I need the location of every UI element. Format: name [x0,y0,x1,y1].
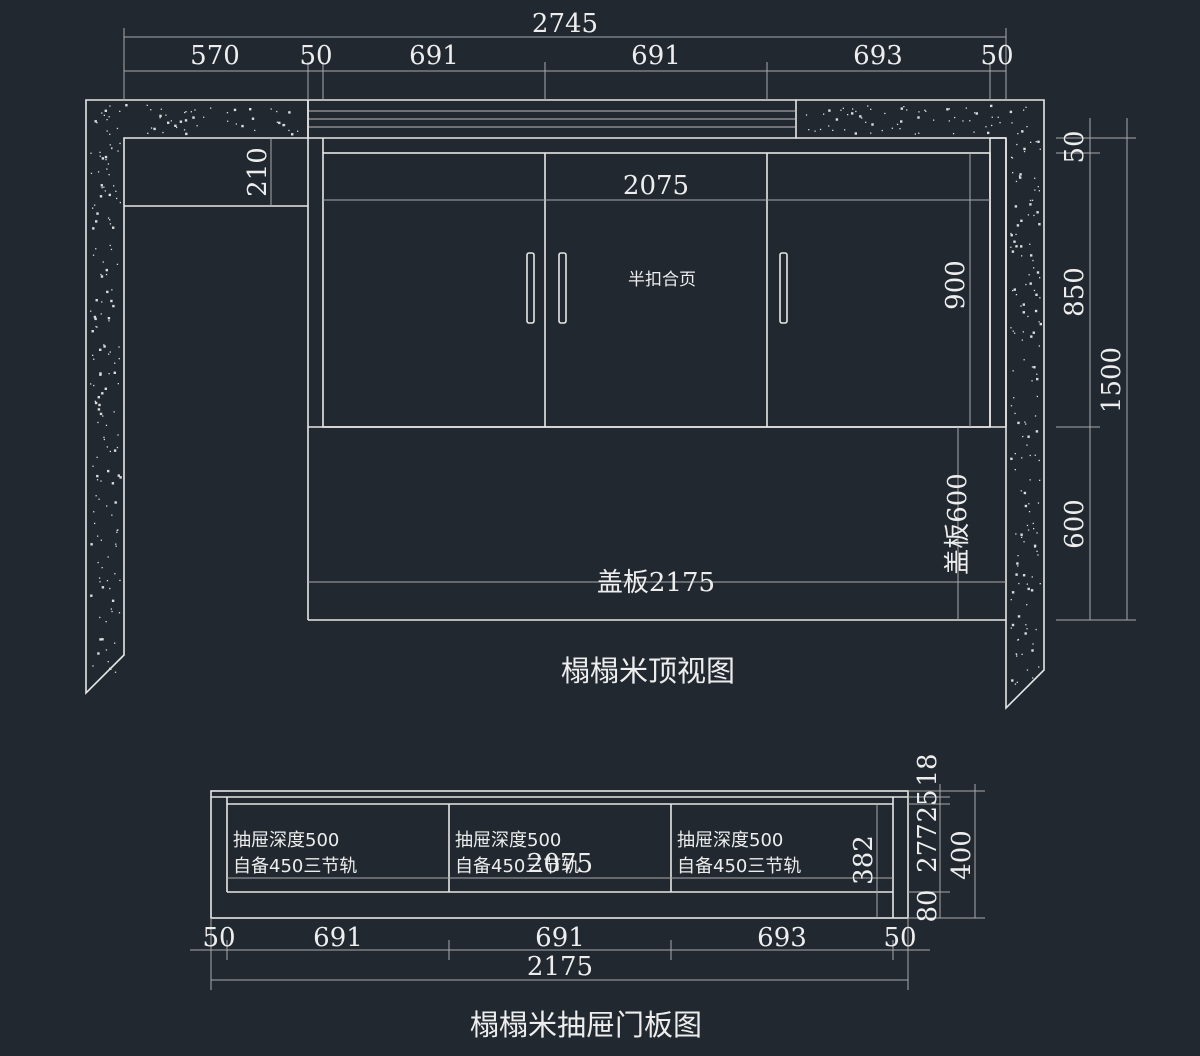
dim-210: 210 [243,147,273,197]
drawer-dim-691-a: 691 [313,923,363,953]
wall-hatching [90,104,1042,687]
dim-total-width: 2745 [532,9,598,39]
dim-v-50: 50 [1060,130,1090,163]
drawer-dim-25: 25 [913,789,943,822]
drawer-view: 抽屉深度500 自备450三节轨 抽屉深度500 自备450三节轨 抽屉深度50… [190,753,985,1042]
drawer-outer-frame [210,790,909,919]
handle-2 [558,252,567,324]
drawer-dim-277: 277 [913,823,943,873]
hinge-note: 半扣合页 [628,270,696,290]
drawer-dim-400: 400 [947,830,977,880]
drawer-dim-50-left: 50 [202,923,235,953]
drawer-dim-50-right: 50 [883,923,916,953]
handle-1 [526,252,535,324]
top-dimensions [123,28,1136,621]
dim-50-right: 50 [980,41,1013,71]
top-view-title: 榻榻米顶视图 [561,654,735,688]
dim-693: 693 [853,41,903,71]
dim-v-1500: 1500 [1097,347,1127,413]
dim-v-850: 850 [1060,267,1090,317]
drawer-dim-382: 382 [849,835,879,885]
drawer-dim-2075: 2075 [527,849,593,879]
dim-cover-2175: 盖板2175 [597,568,715,598]
left-wall [85,99,309,695]
drawer-dim-80: 80 [913,889,943,922]
drawer-dim-18: 18 [913,753,943,786]
drawer-depth-1: 抽屉深度500 [233,830,339,851]
dim-691-b: 691 [631,41,681,71]
dim-cover-600: 盖板600 [943,473,973,575]
top-view: 2745 570 50 691 691 693 50 210 2075 半扣合页… [85,9,1136,710]
top-stripes [308,99,796,139]
drawer-rail-3: 自备450三节轨 [677,856,801,877]
dim-570: 570 [190,41,240,71]
dim-50-left: 50 [299,41,332,71]
drawer-dim-2175: 2175 [527,952,593,982]
drawer-rail-1: 自备450三节轨 [233,856,357,877]
drawer-depth-2: 抽屉深度500 [455,830,561,851]
drawer-dim-691-b: 691 [535,923,585,953]
dim-inner-2075: 2075 [623,171,689,201]
dim-v-600: 600 [1060,499,1090,549]
drawer-rail-2: 自备450三节轨 [455,856,579,877]
drawer-dim-693: 693 [757,923,807,953]
drawer-depth-3: 抽屉深度500 [677,830,783,851]
dim-691-a: 691 [409,41,459,71]
dim-900: 900 [941,260,971,310]
handle-3 [779,252,788,324]
drawer-view-title: 榻榻米抽屉门板图 [470,1008,702,1042]
